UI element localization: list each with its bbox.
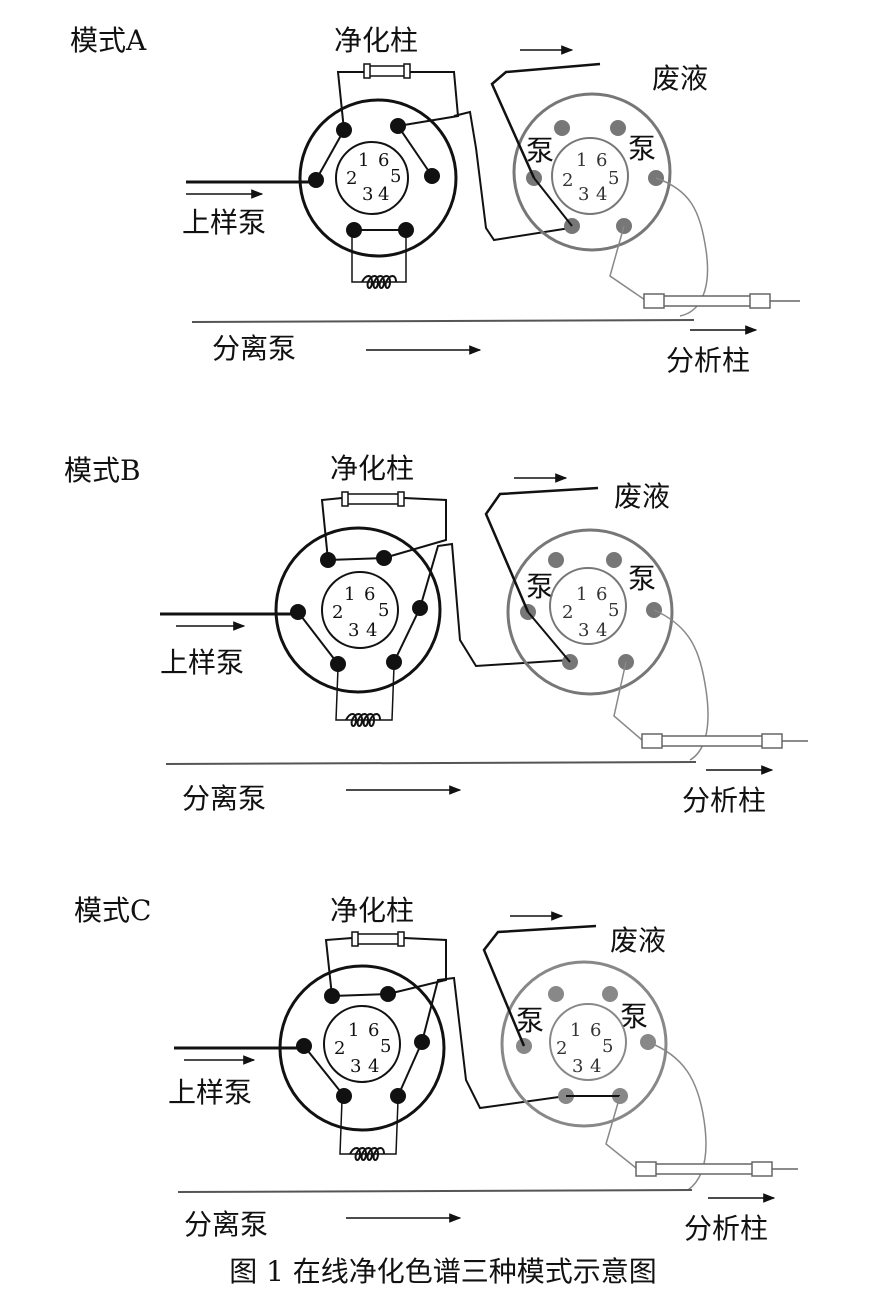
port-1: 1 [348,1020,359,1041]
analytical-column [635,1161,798,1177]
port-2: 2 [556,1038,567,1059]
port-6: 6 [368,1020,379,1041]
mode-label: 模式C [74,894,151,927]
waste-label: 废液 [614,480,670,513]
pump-label-right: 泵 [628,562,656,595]
port-6: 6 [364,584,375,605]
port-4: 4 [378,184,389,205]
right-valve: 1 6 2 5 3 4 [506,528,674,696]
port-1: 1 [576,150,587,171]
port-1: 1 [344,584,355,605]
port-4: 4 [368,1056,379,1077]
waste-label: 废液 [652,62,708,95]
port-5: 5 [608,168,619,189]
waste-label: 废液 [610,924,666,957]
port-3: 3 [348,620,359,641]
separation-pump-label: 分离泵 [184,1208,268,1241]
load-pump-label: 上样泵 [168,1076,252,1109]
panel-mode-a: 模式A 净化柱 废液 上样泵 分离泵 分析柱 泵 泵 1 6 2 5 3 4 [70,24,800,377]
pump-label-left: 泵 [516,1004,544,1037]
port-3: 3 [578,184,589,205]
right-valve: 1 6 2 5 3 4 [512,92,672,252]
left-valve: 1 6 2 5 3 4 [298,98,458,258]
analytical-column [641,733,808,749]
port-4: 4 [596,620,607,641]
port-5: 5 [380,1036,391,1057]
load-pump-label: 上样泵 [182,206,266,239]
purify-column [351,931,405,947]
port-3: 3 [572,1056,583,1077]
port-1: 1 [358,150,369,171]
port-5: 5 [608,600,619,621]
port-4: 4 [596,184,607,205]
purify-column-label: 净化柱 [334,24,418,57]
port-3: 3 [578,620,589,641]
left-valve: 1 6 2 5 3 4 [274,526,442,694]
port-3: 3 [362,184,373,205]
sample-loop-coil [361,275,397,289]
port-6: 6 [590,1020,601,1041]
pump-label-left: 泵 [526,570,554,603]
panel-mode-c: 模式C 净化柱 废液 上样泵 分离泵 分析柱 泵 泵 1 6 2 5 3 4 [74,894,798,1245]
load-pump-label: 上样泵 [160,646,244,679]
port-6: 6 [378,150,389,171]
port-5: 5 [378,600,389,621]
purify-column [363,63,411,79]
mode-label: 模式A [70,24,147,57]
port-4: 4 [590,1056,601,1077]
purify-column-label: 净化柱 [330,894,414,927]
sample-loop-coil [345,713,381,727]
port-2: 2 [334,1038,345,1059]
pump-label-left: 泵 [526,134,554,167]
port-5: 5 [390,166,401,187]
port-5: 5 [602,1036,613,1057]
separation-pump-label: 分离泵 [182,782,266,815]
pump-label-right: 泵 [620,1000,648,1033]
analytical-column-label: 分析柱 [682,784,766,817]
port-6: 6 [596,584,607,605]
pump-label-right: 泵 [628,132,656,165]
port-2: 2 [346,168,357,189]
analytical-column [643,293,800,309]
port-6: 6 [596,150,607,171]
mode-label: 模式B [64,454,141,487]
separation-pump-label: 分离泵 [212,332,296,365]
left-valve: 1 6 2 5 3 4 [278,964,446,1132]
panel-mode-b: 模式B 净化柱 废液 上样泵 分离泵 分析柱 泵 泵 1 6 2 5 3 4 [64,452,808,817]
analytical-column-label: 分析柱 [666,344,750,377]
port-2: 2 [332,602,343,623]
port-2: 2 [562,170,573,191]
analytical-column-label: 分析柱 [684,1212,768,1245]
figure-caption: 图 1 在线净化色谱三种模式示意图 [229,1255,657,1288]
right-valve: 1 6 2 5 3 4 [500,960,668,1128]
port-4: 4 [366,620,377,641]
purify-column-label: 净化柱 [330,452,414,485]
port-2: 2 [562,602,573,623]
purify-column [341,491,405,507]
port-3: 3 [350,1056,361,1077]
port-1: 1 [570,1020,581,1041]
sample-loop-coil [349,1147,385,1161]
port-1: 1 [576,584,587,605]
